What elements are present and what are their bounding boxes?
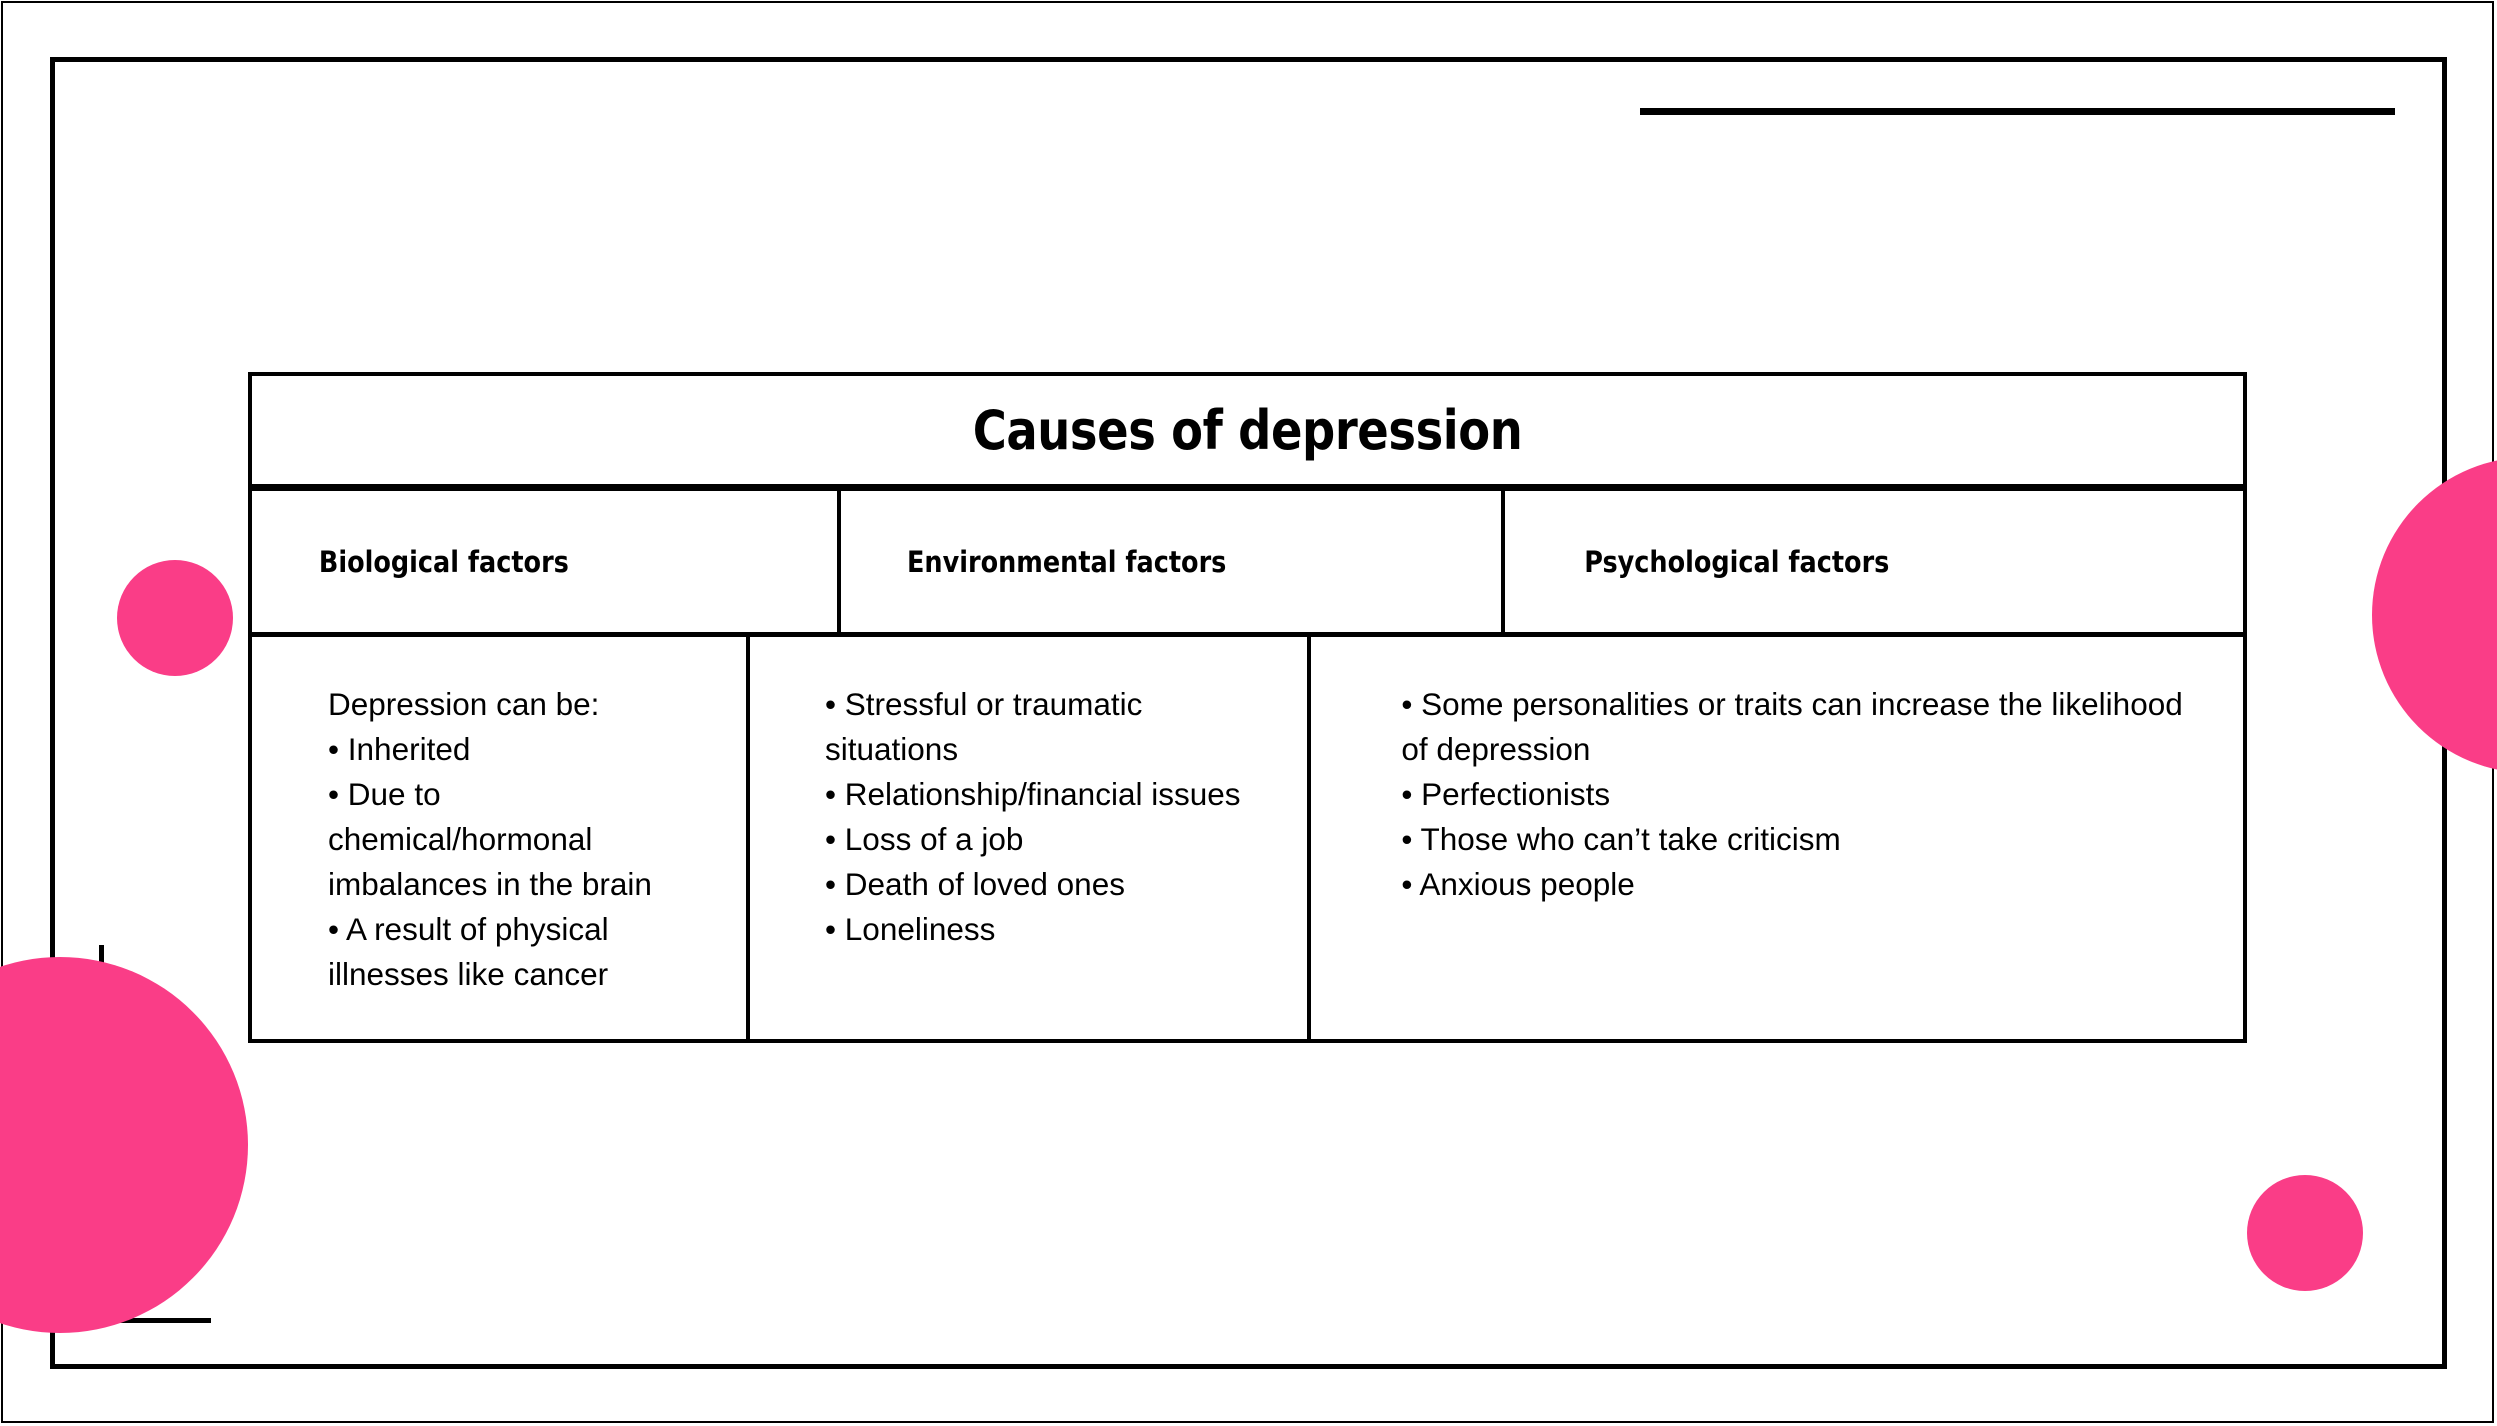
table-title: Causes of depression xyxy=(972,398,1523,462)
cell-text-line: • Loss of a job xyxy=(825,821,1024,857)
column-header-label: Biological factors xyxy=(318,544,569,579)
cell-text-list: Depression can be: • Inherited • Due to ch… xyxy=(252,637,746,997)
causes-table: Causes of depression Biological factors … xyxy=(248,372,2247,1043)
table-body-cell-environmental: • Stressful or traumatic situations • Rel… xyxy=(750,637,1312,1039)
table-header-cell-environmental: Environmental factors xyxy=(841,491,1505,632)
cell-text-line: • Anxious people xyxy=(1401,866,1635,902)
decorative-circle-left-small xyxy=(117,560,233,676)
table-body-cell-biological: Depression can be: • Inherited • Due to ch… xyxy=(252,637,750,1039)
table-body-row: Depression can be: • Inherited • Due to ch… xyxy=(252,637,2243,1039)
cell-text-line: • Relationship/financial issues xyxy=(825,776,1241,812)
decorative-circle-right-large xyxy=(2372,457,2497,773)
cell-text-line: • Stressful or traumatic situations xyxy=(825,686,1152,767)
cell-text-line: • Due to chemical/hormonal imbalances in… xyxy=(328,776,652,902)
table-body-cell-psychological: • Some personalities or traits can incre… xyxy=(1311,637,2243,1039)
column-header-label: Environmental factors xyxy=(907,544,1227,579)
cell-text-list: • Stressful or traumatic situations • Rel… xyxy=(750,637,1307,952)
cell-text-line: • Perfectionists xyxy=(1401,776,1611,812)
table-header-cell-psychological: Psychological factors xyxy=(1505,491,2243,632)
table-header-cell-biological: Biological factors xyxy=(252,491,841,632)
decorative-circle-left-large xyxy=(0,957,248,1333)
table-header-row: Biological factors Environmental factors… xyxy=(252,491,2243,637)
cell-text-line: • Death of loved ones xyxy=(825,866,1125,902)
cell-text-list: • Some personalities or traits can incre… xyxy=(1311,637,2243,907)
cell-text-line: • Inherited xyxy=(328,731,471,767)
cell-text-line: Depression can be: xyxy=(328,686,600,722)
cell-text-line: • Loneliness xyxy=(825,911,996,947)
cell-text-line: • A result of physical illnesses like ca… xyxy=(328,911,618,992)
decorative-bracket-horizontal xyxy=(99,1318,211,1323)
table-title-row: Causes of depression xyxy=(252,376,2243,491)
column-header-label: Psychological factors xyxy=(1584,544,1890,579)
decorative-circle-right-small xyxy=(2247,1175,2363,1291)
cell-text-line: • Some personalities or traits can incre… xyxy=(1401,686,2192,767)
cell-text-line: • Those who can’t take criticism xyxy=(1401,821,1841,857)
decorative-rule-top-right xyxy=(1640,108,2395,115)
